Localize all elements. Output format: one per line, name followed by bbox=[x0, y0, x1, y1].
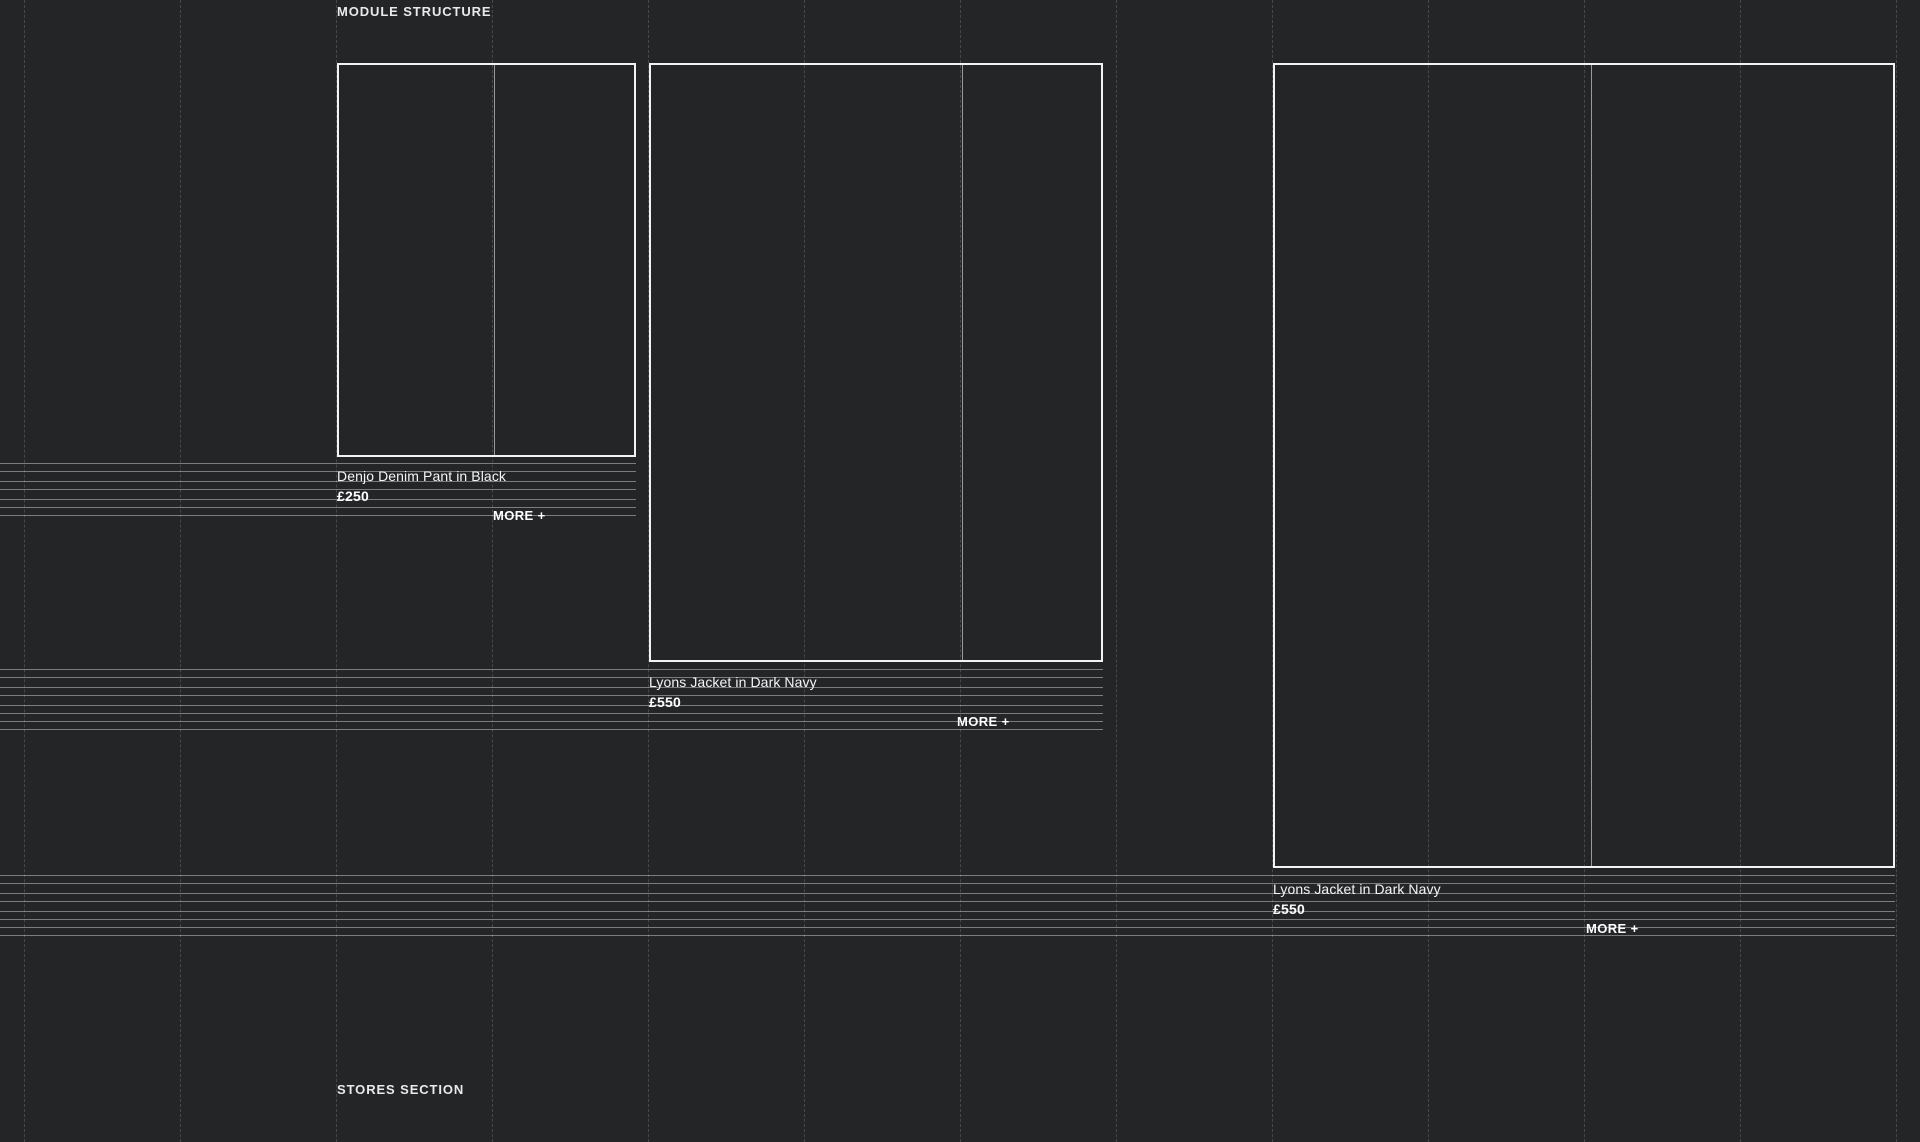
frame-divider-line bbox=[494, 65, 495, 455]
product-title[interactable]: Lyons Jacket in Dark Navy bbox=[649, 674, 817, 690]
product-image-frame[interactable] bbox=[337, 63, 636, 457]
frame-divider-line bbox=[962, 65, 963, 660]
section-label-module-structure: MODULE STRUCTURE bbox=[337, 4, 492, 19]
frame-divider-line bbox=[1591, 65, 1592, 866]
product-price: £550 bbox=[1273, 901, 1305, 917]
product-title[interactable]: Lyons Jacket in Dark Navy bbox=[1273, 881, 1441, 897]
product-image-frame[interactable] bbox=[649, 63, 1103, 662]
product-title[interactable]: Denjo Denim Pant in Black bbox=[337, 468, 507, 484]
more-button[interactable]: MORE + bbox=[1586, 921, 1639, 936]
section-label-stores-section: STORES SECTION bbox=[337, 1082, 465, 1097]
product-image-frame[interactable] bbox=[1273, 63, 1895, 868]
